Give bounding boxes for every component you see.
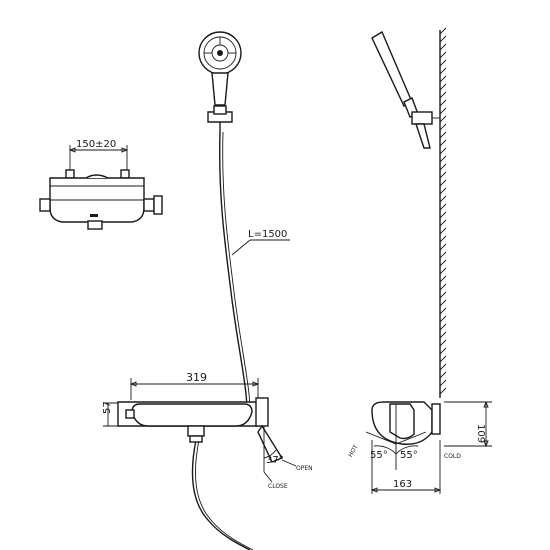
wall-hatch-line — [439, 251, 447, 259]
wall-hatch-line — [439, 99, 447, 107]
wall-hatch-line — [439, 43, 447, 51]
wall-hatch-line — [439, 355, 447, 363]
angle-55-left-label: 55° — [370, 450, 388, 461]
wall-hatch-line — [439, 267, 447, 275]
wall-hatch-line — [439, 307, 447, 315]
wall-hatch-line — [439, 315, 447, 323]
wall-hatch-line — [439, 203, 447, 211]
wall-hatch-line — [439, 59, 447, 67]
wall-hatch-line — [439, 371, 447, 379]
wall-hatch-line — [439, 27, 447, 35]
wall-hatch-line — [439, 115, 447, 123]
height-57-label: 57 — [102, 401, 113, 414]
wall-hatch-line — [439, 243, 447, 251]
mixer-front-view: 150±20 — [39, 139, 163, 230]
angle-37-label: 37° — [266, 455, 284, 466]
wall-hatch-line — [439, 163, 447, 171]
spacing-dimension-label: 150±20 — [76, 139, 116, 150]
wall-hatch-line — [439, 83, 447, 91]
wall-hatch-line — [439, 299, 447, 307]
wall-hatch-line — [439, 187, 447, 195]
open-label: OPEN — [296, 465, 313, 472]
angle-55-right-label: 55° — [400, 450, 418, 461]
mixer-top-view: 319 57 37° OPEN CLOSE — [102, 371, 313, 490]
width-163-label: 163 — [393, 479, 412, 490]
wall-hatch-line — [439, 219, 447, 227]
shower-head-front-view — [198, 31, 242, 132]
wall-hatch-line — [439, 387, 447, 395]
shower-hose — [219, 131, 248, 421]
close-label: CLOSE — [268, 483, 288, 490]
hot-label: HOT — [347, 444, 360, 459]
wall-hatch-line — [439, 259, 447, 267]
wall-hatch-line — [439, 51, 447, 59]
wall-hatch-line — [439, 179, 447, 187]
wall-side-view: 55° 55° HOT COLD 109 163 — [347, 27, 492, 494]
wall-hatch-line — [439, 75, 447, 83]
wall-hatch-line — [439, 363, 447, 371]
cold-label: COLD — [444, 453, 461, 460]
wall-hatch-line — [439, 235, 447, 243]
wall-hatch-line — [439, 347, 447, 355]
wall-hatch-line — [439, 379, 447, 387]
wall-hatch-line — [439, 339, 447, 347]
wall-hatch-line — [439, 211, 447, 219]
wall-hatch-line — [439, 323, 447, 331]
wall-hatch-line — [439, 123, 447, 131]
wall-hatch-line — [439, 331, 447, 339]
wall-hatch-line — [439, 171, 447, 179]
wall-hatch-line — [439, 139, 447, 147]
wall-hatch-line — [439, 107, 447, 115]
wall-hatch-line — [439, 147, 447, 155]
wall-hatch-line — [439, 275, 447, 283]
wall-hatch-line — [439, 131, 447, 139]
wall-hatch-line — [439, 195, 447, 203]
hose-length-label: L=1500 — [248, 229, 287, 240]
wall-hatch-line — [439, 155, 447, 163]
wall-hatch-line — [439, 67, 447, 75]
wall-hatch-line — [439, 35, 447, 43]
wall-hatch-line — [439, 227, 447, 235]
wall-hatch-line — [439, 291, 447, 299]
width-319-label: 319 — [186, 371, 207, 384]
wall-hatch-line — [439, 91, 447, 99]
wall-hatch-line — [439, 283, 447, 291]
height-109-label: 109 — [475, 424, 486, 443]
